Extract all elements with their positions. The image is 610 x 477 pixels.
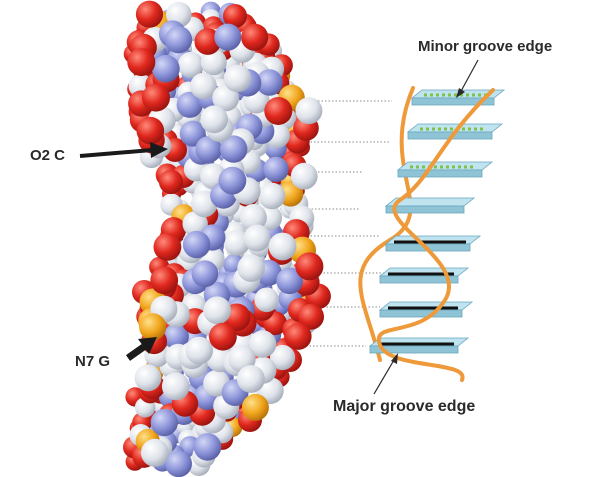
atom — [194, 28, 222, 55]
atom — [139, 313, 167, 341]
minor-groove-pointer-arrowhead — [456, 88, 465, 98]
atom — [298, 303, 324, 330]
atom — [239, 204, 267, 231]
o2c-label: O2 C — [30, 147, 66, 164]
minor-groove-pointer-line — [459, 59, 479, 94]
base-pair-plate-side — [385, 205, 465, 214]
atom — [185, 336, 213, 365]
atom — [142, 83, 170, 112]
atom — [195, 136, 222, 163]
atom — [150, 266, 179, 295]
n7g-arrow-head — [138, 337, 157, 354]
atom — [176, 91, 203, 118]
o2c-arrow-head — [150, 142, 168, 158]
atom — [223, 229, 250, 256]
atom — [237, 365, 265, 393]
atom — [191, 260, 219, 288]
atom — [177, 51, 204, 78]
atom — [258, 182, 286, 210]
space-filling-dna-model — [123, 0, 331, 477]
atom — [243, 224, 271, 252]
atom — [135, 0, 164, 28]
atom — [136, 116, 165, 145]
atom — [241, 23, 269, 51]
atom — [276, 267, 303, 295]
atom — [200, 105, 229, 134]
atom — [152, 54, 180, 83]
atom — [127, 48, 156, 77]
schematic-dna-ladder — [358, 86, 506, 382]
atom — [165, 26, 193, 54]
atom — [182, 230, 211, 259]
atom — [270, 344, 296, 371]
atom — [290, 162, 318, 190]
atom — [193, 433, 222, 461]
label-pointers — [79, 59, 479, 395]
atom — [165, 450, 192, 477]
atom — [200, 49, 227, 76]
atom — [284, 322, 312, 350]
base-pair-plate-side — [397, 169, 483, 178]
atom — [150, 408, 178, 437]
atom — [158, 169, 184, 194]
minor-groove-edge-label: Minor groove edge — [418, 38, 553, 55]
base-pair-plate-side — [369, 345, 459, 354]
atom — [134, 364, 162, 392]
atom — [254, 287, 279, 313]
atom — [220, 135, 248, 163]
atom — [163, 323, 189, 350]
atom — [161, 372, 190, 401]
atom — [248, 330, 277, 358]
atom — [140, 438, 169, 467]
atom — [182, 211, 208, 237]
backbone-strand-back — [358, 86, 415, 362]
atom — [263, 156, 289, 182]
n7g-arrow-shaft — [125, 343, 148, 361]
major-groove-edge-label: Major groove edge — [333, 398, 476, 415]
base-pair-plate-side — [379, 275, 459, 284]
atom — [223, 64, 252, 93]
atom — [268, 232, 297, 261]
atom — [295, 97, 323, 125]
major-groove-pointer-line — [373, 359, 395, 395]
atom — [153, 233, 182, 261]
atom — [237, 254, 265, 282]
atom — [218, 166, 247, 195]
atom — [190, 72, 217, 100]
major-groove-pointer-arrowhead — [391, 353, 398, 364]
atom — [264, 97, 293, 125]
base-pair-plate-side — [411, 97, 495, 106]
n7g-label: N7 G — [75, 353, 111, 370]
atom — [241, 393, 269, 421]
base-pair-plate-side — [379, 309, 463, 318]
atom — [256, 69, 283, 96]
atom — [203, 296, 232, 325]
atom — [295, 252, 324, 281]
backbone-strand-front — [376, 88, 495, 382]
o2c-arrow-shaft — [79, 148, 153, 158]
atom — [212, 84, 240, 112]
atom — [214, 23, 242, 51]
atom — [209, 322, 237, 351]
atom — [223, 4, 247, 28]
